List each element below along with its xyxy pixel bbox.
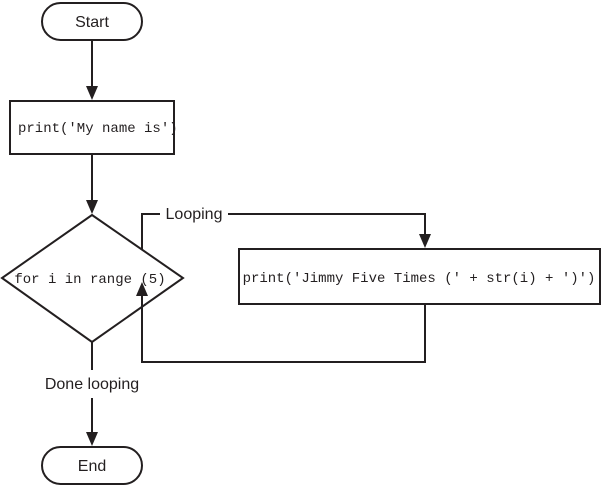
edge-loop-back	[141, 294, 426, 363]
print-jimmy-node: print('Jimmy Five Times (' + str(i) + ')…	[238, 248, 601, 305]
edge-looping-segment-2	[228, 213, 426, 236]
looping-edge-label: Looping	[166, 206, 223, 223]
loop-condition-node: for i in range (5)	[0, 213, 185, 344]
done-looping-edge-label: Done looping	[45, 376, 139, 393]
end-node: End	[41, 446, 143, 485]
arrowhead-down-icon	[86, 432, 98, 446]
print-name-node: print('My name is')	[9, 100, 178, 155]
arrowhead-down-icon	[86, 86, 98, 100]
arrowhead-up-icon	[136, 282, 148, 296]
start-node: Start	[41, 2, 143, 41]
arrowhead-down-icon	[86, 200, 98, 214]
end-label: End	[78, 458, 106, 475]
start-label: Start	[75, 14, 109, 31]
edge-looping-segment-1	[141, 213, 160, 249]
print-name-process-box	[9, 100, 175, 155]
print-jimmy-label: print('Jimmy Five Times (' + str(i) + ')…	[243, 271, 596, 287]
loop-condition-label: for i in range (5)	[14, 272, 165, 288]
arrowhead-down-icon	[419, 234, 431, 248]
print-name-label: print('My name is')	[18, 121, 178, 137]
end-terminal-shape	[41, 446, 143, 485]
print-jimmy-process-box	[238, 248, 601, 305]
